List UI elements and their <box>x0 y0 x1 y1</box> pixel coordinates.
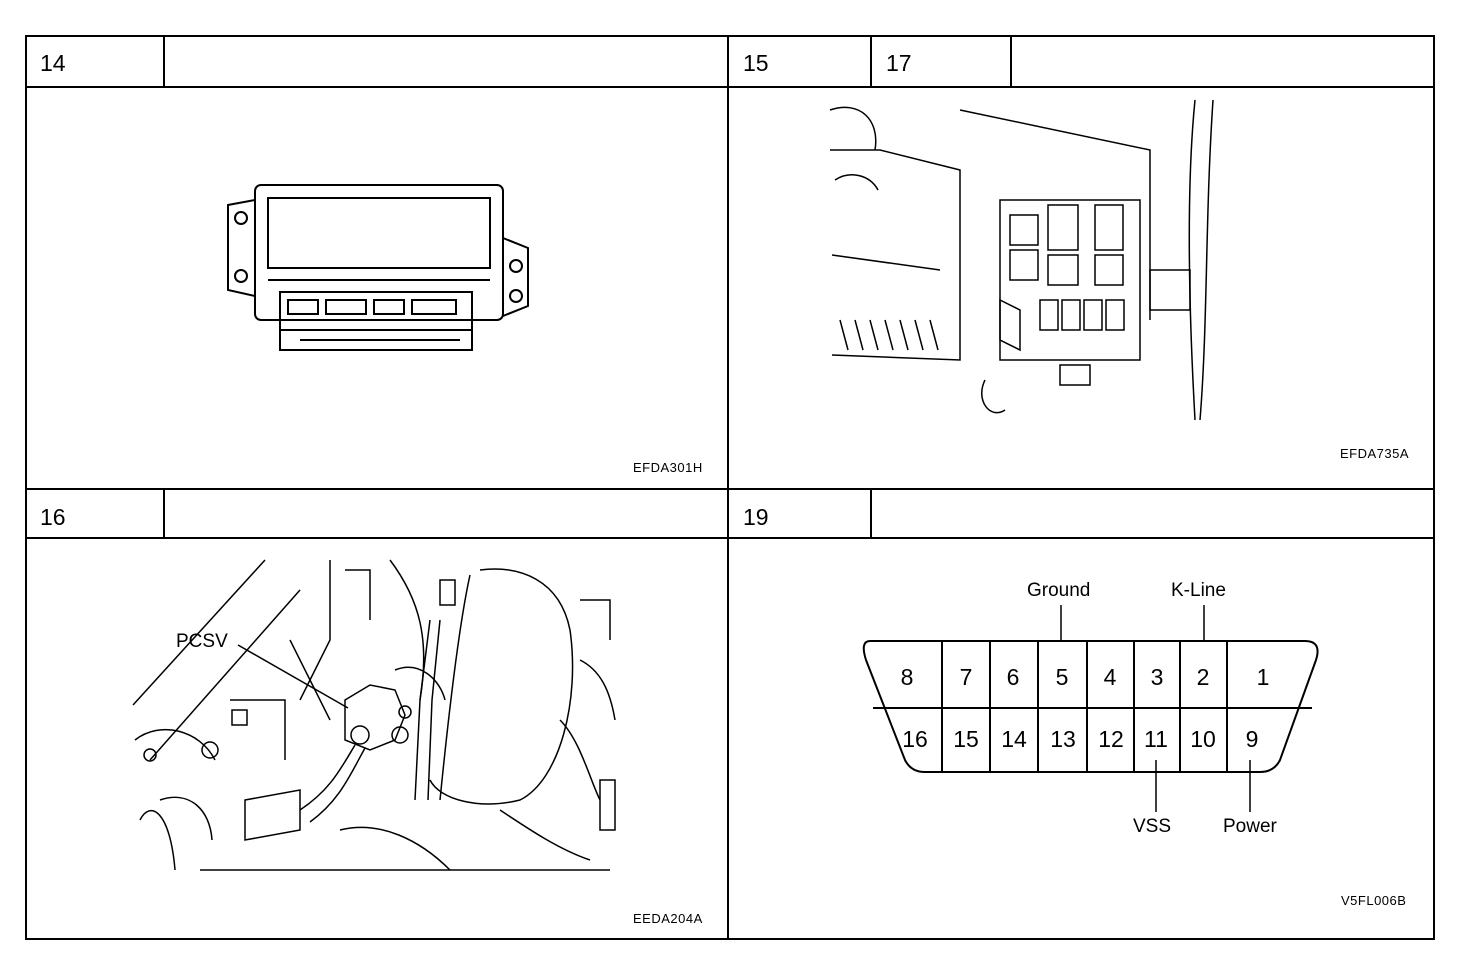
panel-19-number: 19 <box>743 504 769 530</box>
cell-divider <box>1010 35 1012 87</box>
figure-code: EEDA204A <box>633 911 703 926</box>
pin-number: 6 <box>1006 664 1020 690</box>
pin-number: 5 <box>1055 664 1069 690</box>
pin-number: 16 <box>902 726 928 752</box>
pin-number: 14 <box>1001 726 1027 752</box>
figure-code: V5FL006B <box>1341 893 1407 908</box>
pin-number: 3 <box>1150 664 1164 690</box>
cell-divider <box>163 35 165 87</box>
vss-label: VSS <box>1133 816 1172 837</box>
middle-divider <box>25 488 1435 490</box>
ecu-module-illustration <box>227 184 529 351</box>
header-line-bottom <box>25 537 1435 539</box>
pin-number: 4 <box>1103 664 1117 690</box>
cell-divider <box>870 35 872 87</box>
panel-16-number: 16 <box>40 504 66 530</box>
engine-bay-illustration <box>132 559 616 871</box>
table-frame <box>25 35 1435 940</box>
pin-number: 1 <box>1256 664 1270 690</box>
power-label: Power <box>1223 816 1277 837</box>
pin-number: 10 <box>1190 726 1216 752</box>
pin-number: 13 <box>1050 726 1076 752</box>
pin-number: 8 <box>900 664 914 690</box>
panel-15-number: 15 <box>743 50 769 76</box>
kline-label: K-Line <box>1171 580 1226 601</box>
panel-17-number: 17 <box>886 50 912 76</box>
diagnostic-connector-outline <box>862 605 1319 812</box>
pcsv-callout: PCSV <box>176 631 228 652</box>
figure-code: EFDA301H <box>633 460 703 475</box>
ground-label: Ground <box>1027 580 1091 601</box>
cell-divider <box>870 488 872 538</box>
pin-number: 7 <box>959 664 973 690</box>
pin-number: 12 <box>1098 726 1124 752</box>
panel-14-number: 14 <box>40 50 66 76</box>
pin-number: 2 <box>1196 664 1210 690</box>
pin-number: 15 <box>953 726 979 752</box>
header-line-top <box>25 86 1435 88</box>
center-divider <box>727 35 729 940</box>
relay-box-illustration <box>829 99 1214 421</box>
pin-number: 9 <box>1245 726 1259 752</box>
pin-number: 11 <box>1144 726 1168 752</box>
cell-divider <box>163 488 165 538</box>
figure-code: EFDA735A <box>1340 446 1410 461</box>
